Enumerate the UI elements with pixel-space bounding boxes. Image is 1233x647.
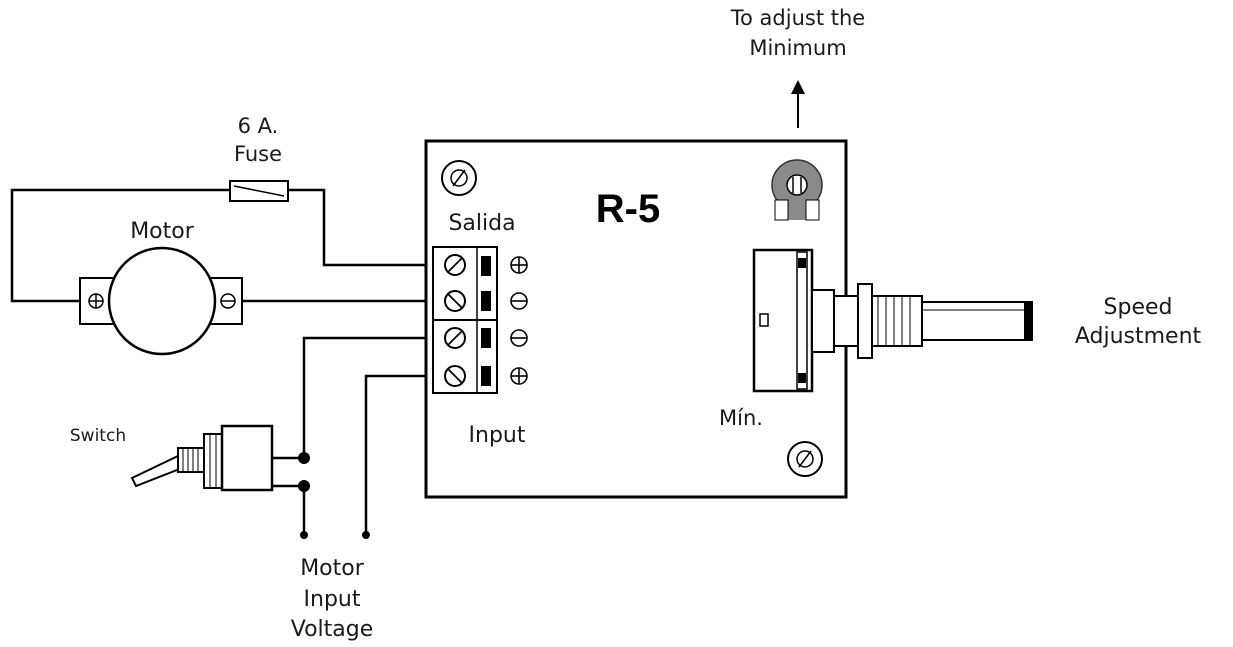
terminal-screw-2-icon <box>444 290 466 312</box>
adjust-min-label-line1: To adjust the <box>730 6 865 30</box>
terminal-block <box>432 246 498 394</box>
polarity-minus-icon <box>510 292 528 310</box>
speed-potentiometer <box>752 248 1033 393</box>
mounting-hole-top-left-icon <box>441 160 477 196</box>
polarity-minus-icon <box>510 329 528 347</box>
input-label: Input <box>469 423 526 448</box>
voltage-label-line1: Motor <box>300 556 365 581</box>
terminal-screw-4-icon <box>444 365 466 387</box>
terminal-screw-3-icon <box>444 327 466 349</box>
board-title: R-5 <box>596 187 660 231</box>
trimmer-potentiometer-icon <box>771 159 823 221</box>
terminal-screw-1-icon <box>444 254 466 276</box>
polarity-plus-icon <box>510 256 528 274</box>
voltage-label-line3: Voltage <box>291 617 374 642</box>
fuse-label-line1: 6 A. <box>238 114 279 138</box>
motor-terminal-left-icon <box>88 293 104 309</box>
switch-label: Switch <box>70 426 126 446</box>
motor <box>79 246 243 356</box>
fuse-label-line2: Fuse <box>234 142 282 166</box>
wires <box>10 188 433 533</box>
toggle-switch <box>130 424 274 492</box>
speed-label-line1: Speed <box>1104 295 1173 320</box>
salida-label: Salida <box>448 211 515 236</box>
min-label: Mín. <box>719 406 763 430</box>
polarity-plus-icon <box>510 367 528 385</box>
speed-label-line2: Adjustment <box>1075 324 1202 349</box>
voltage-label-line2: Input <box>304 587 361 612</box>
motor-label: Motor <box>130 219 195 244</box>
wire-nodes <box>298 452 370 539</box>
mounting-hole-bottom-right-icon <box>787 441 823 477</box>
fuse <box>229 180 289 202</box>
up-arrow-icon <box>791 80 805 128</box>
motor-terminal-right-icon <box>220 293 236 309</box>
adjust-min-label-line2: Minimum <box>749 36 846 60</box>
